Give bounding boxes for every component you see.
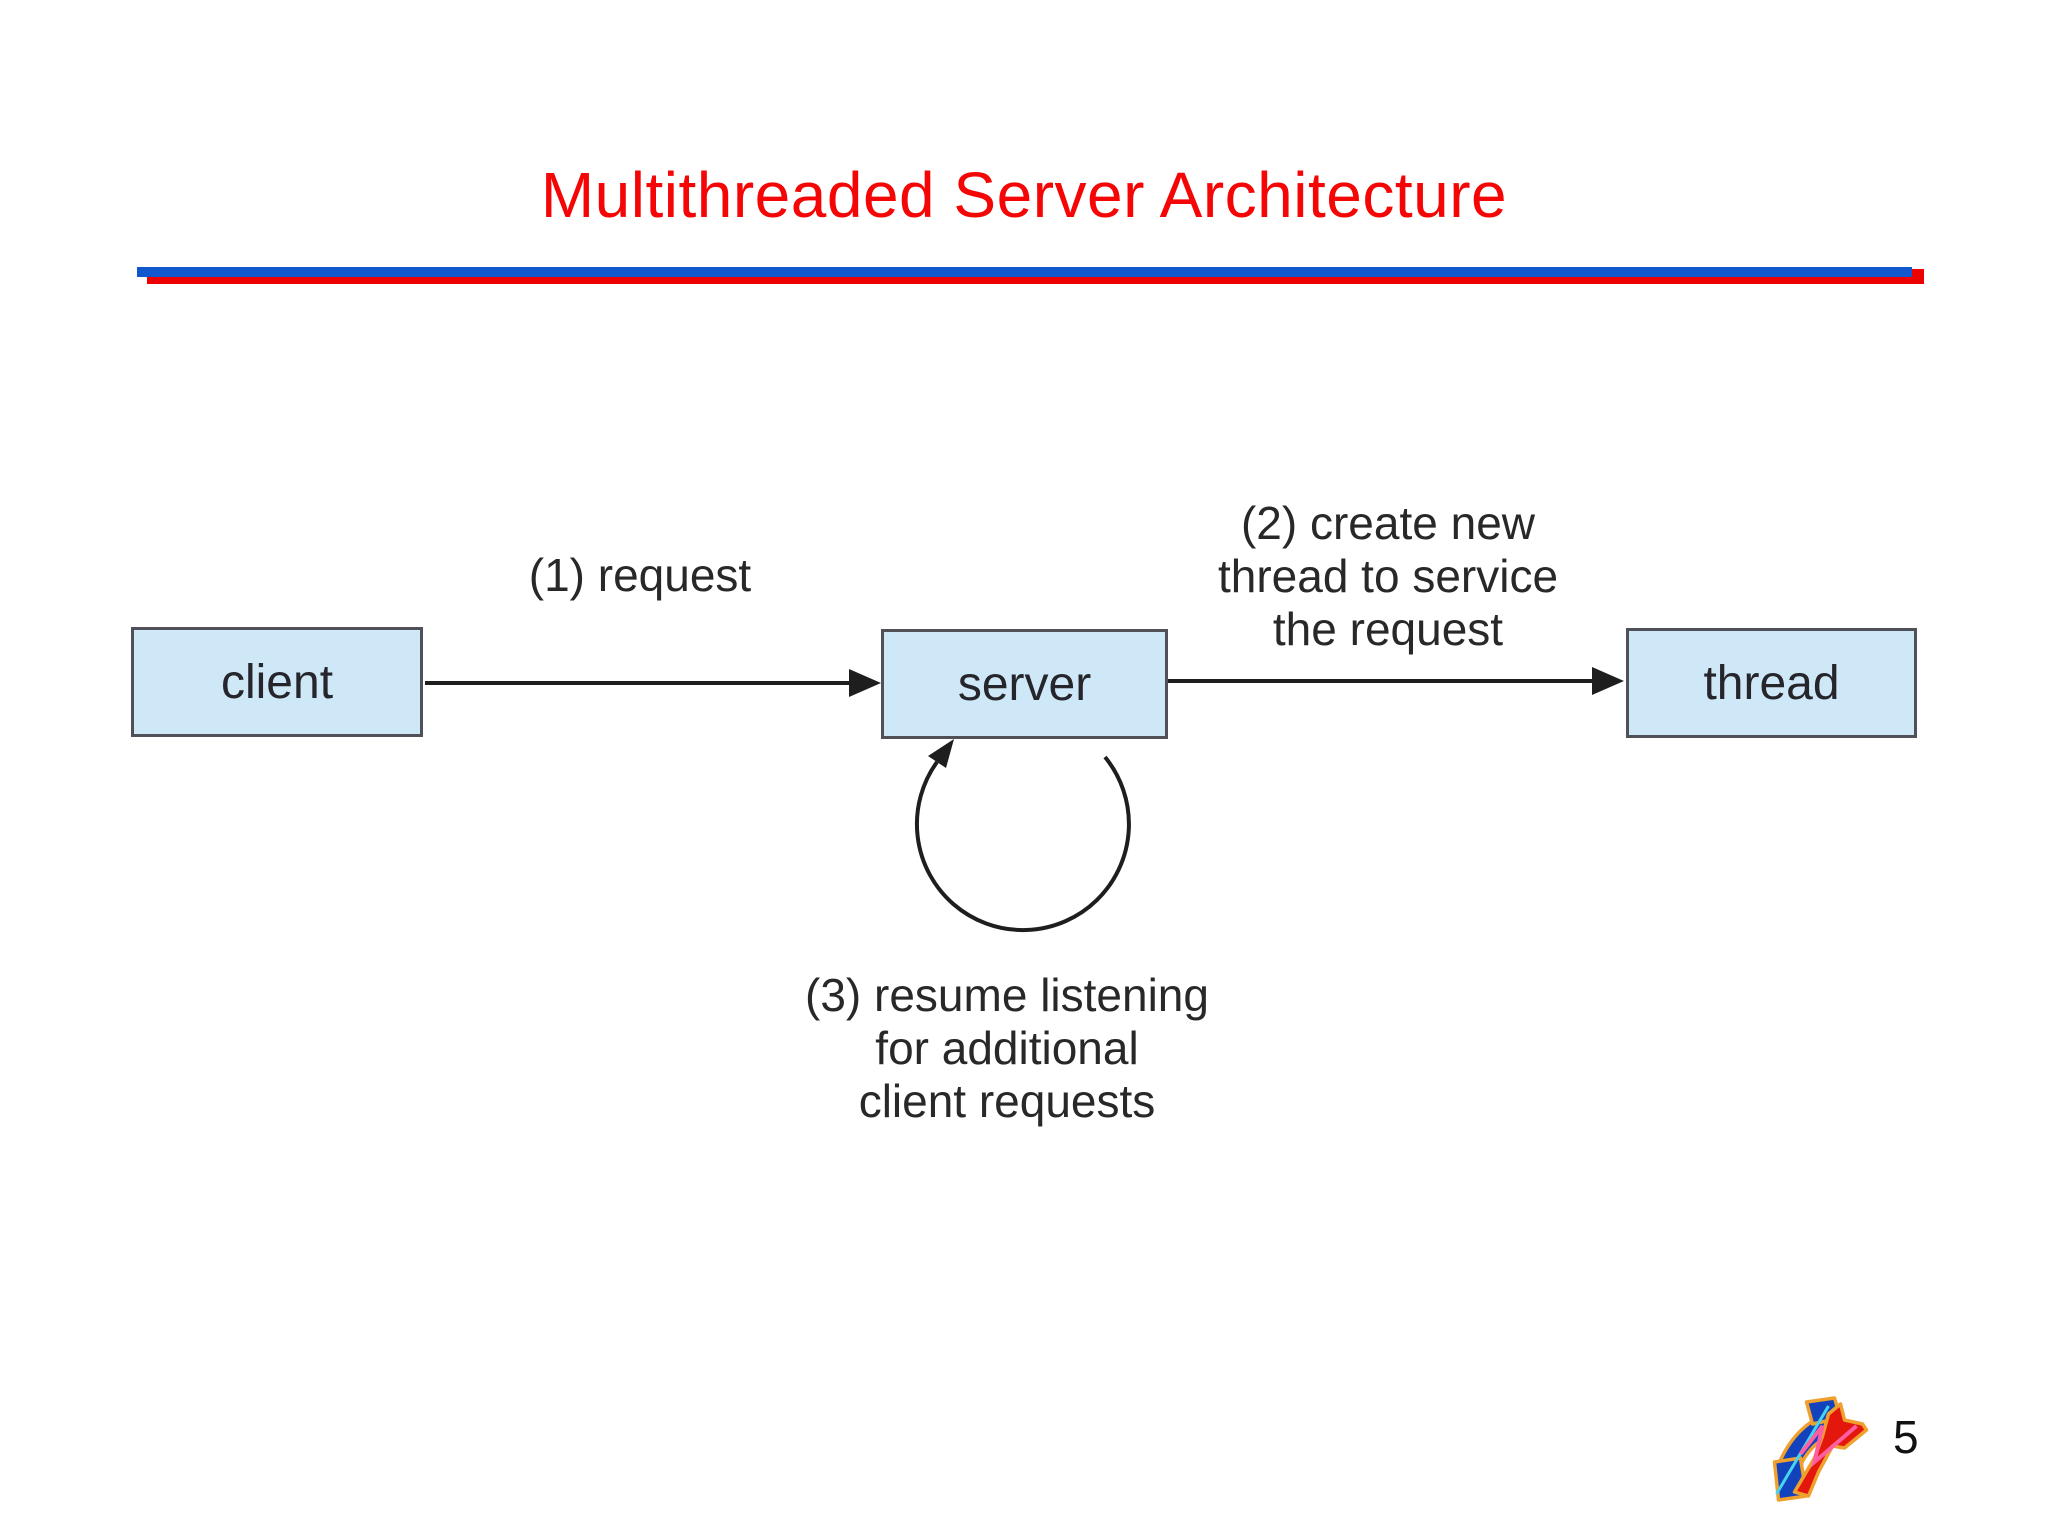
label-step3-resume-listening: (3) resume listening for additional clie…	[805, 969, 1209, 1127]
node-client: client	[131, 627, 423, 737]
arrow-server-to-thread	[1168, 667, 1624, 695]
arrow-client-to-server	[425, 669, 881, 697]
node-thread-label: thread	[1703, 656, 1840, 710]
arrow-cubes-logo-icon	[1772, 1396, 1869, 1502]
page-title: Multithreaded Server Architecture	[540, 159, 1508, 231]
node-server: server	[881, 629, 1168, 739]
label-step2-create-thread: (2) create new thread to service the req…	[1217, 497, 1559, 655]
node-server-label: server	[957, 657, 1092, 711]
node-thread: thread	[1626, 628, 1917, 738]
label-step1-request: (1) request	[528, 549, 752, 601]
page-number: 5	[1893, 1411, 1919, 1463]
node-client-label: client	[220, 655, 334, 709]
divider-blue-line	[137, 267, 1912, 277]
server-self-loop-arrow	[914, 739, 1131, 933]
